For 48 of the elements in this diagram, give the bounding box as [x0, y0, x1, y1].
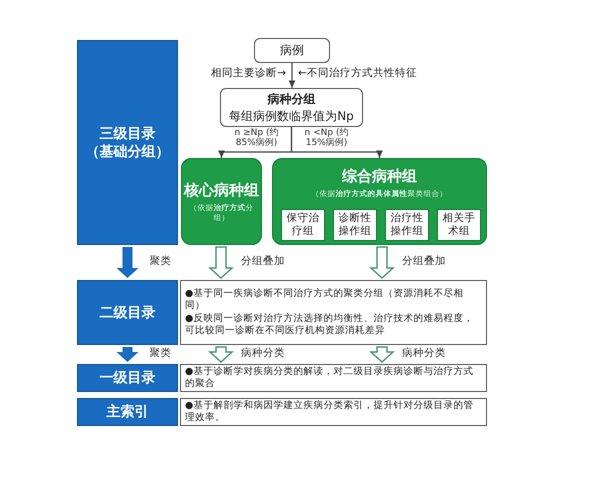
- box-text: 治疗性操作组: [390, 212, 424, 238]
- bullet-text: ●基于同一疾病诊断不同治疗方式的聚类分组（资源消耗不尽相同）: [185, 288, 464, 312]
- level-box: [77, 364, 178, 392]
- block-arrow: [116, 247, 138, 278]
- edge-label: 病种分类: [402, 346, 446, 360]
- group-title: 综合病种组: [342, 167, 417, 186]
- box-text: 二级目录: [100, 304, 156, 322]
- hollow-arrow: [208, 246, 234, 280]
- group-box: [272, 158, 487, 245]
- box-note: 每组病例数临界值为Np: [229, 108, 354, 124]
- edge-label: 聚类: [150, 346, 172, 360]
- hollow-arrow: [369, 346, 395, 364]
- box-text: 保守治疗组: [286, 212, 320, 238]
- level-box: [77, 280, 178, 345]
- side-note: 相同主要诊断→: [210, 66, 286, 80]
- block-arrow: [116, 347, 138, 362]
- group-title: 核心病种组: [184, 180, 259, 200]
- category-box: [437, 209, 481, 241]
- hollow-arrow: [208, 346, 234, 364]
- category-box: [333, 209, 377, 241]
- level-box: [77, 398, 178, 426]
- arrow: [288, 63, 296, 88]
- process-box: [254, 38, 330, 63]
- description-box: [180, 364, 487, 392]
- edge-label: 分组叠加: [402, 254, 446, 268]
- arrow: [290, 127, 383, 158]
- level-box: [77, 40, 178, 245]
- box-text: 主索引: [106, 403, 148, 421]
- hollow-arrow: [369, 246, 395, 280]
- edge-label: 病种分类: [241, 346, 285, 360]
- description-box: [180, 280, 487, 345]
- side-note: ←不同治疗方式共性特征: [298, 66, 418, 80]
- edge-label: 分组叠加: [241, 254, 285, 268]
- bullet-text: ●反映同一诊断对治疗方法选择的均衡性、治疗技术的难易程度，可比较同一诊断在不同医疗机构资源消耗差异: [185, 312, 474, 338]
- process-box: [220, 88, 363, 127]
- category-box: [281, 209, 325, 241]
- box-text: 病例: [280, 42, 304, 59]
- box-title: 病种分组: [268, 90, 316, 108]
- description-box: [180, 398, 487, 426]
- box-text: 诊断性操作组: [338, 212, 372, 238]
- box-text: 相关手术组: [442, 212, 476, 238]
- box-text: 三级目录（基础分组）: [84, 124, 170, 160]
- edge-label: 聚类: [150, 254, 172, 268]
- box-text: 一级目录: [100, 369, 156, 387]
- category-box: [385, 209, 429, 241]
- bullet-text: ●基于诊断学对疾病分类的解读，对二级目录疾病诊断与治疗方式的聚合: [185, 366, 474, 390]
- bullet-text: ●基于解剖学和病因学建立疾病分类索引，提升针对分级目录的管理效率。: [185, 400, 474, 424]
- group-box: [181, 158, 262, 245]
